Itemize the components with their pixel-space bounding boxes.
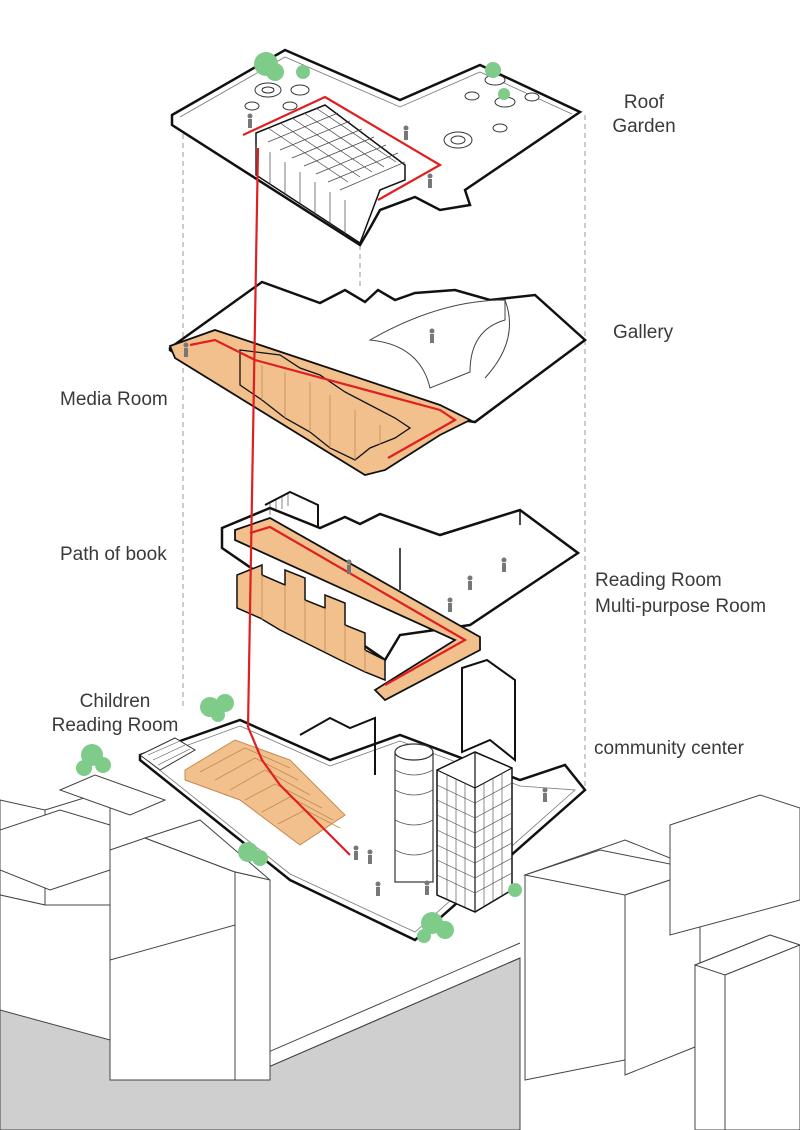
label-path-of-book: Path of book xyxy=(60,544,167,565)
label-gallery: Gallery xyxy=(613,322,674,343)
label-roof-garden-line2: Garden xyxy=(612,116,676,137)
floor-ground-community-center xyxy=(138,658,587,942)
children-stepped-seating xyxy=(139,737,346,846)
label-roof-garden: Roof Garden xyxy=(612,91,676,139)
label-children-reading-room: Children Reading Room xyxy=(40,690,190,738)
label-children-line1: Children xyxy=(79,691,151,712)
roof-grid-skylight xyxy=(255,104,406,245)
label-multipurpose-room: Multi-purpose Room xyxy=(595,596,767,617)
label-reading-room: Reading Room xyxy=(595,570,722,591)
floor-gallery xyxy=(168,280,587,476)
cylinder-stair-tower xyxy=(394,743,434,883)
floor-reading-room xyxy=(220,490,581,702)
book-stacks-media xyxy=(239,349,412,461)
glass-tower xyxy=(436,751,513,913)
book-path-vertical xyxy=(246,147,260,728)
roof-furniture xyxy=(244,74,540,149)
label-media-room: Media Room xyxy=(60,389,168,410)
label-community-center: community center xyxy=(594,738,744,759)
label-children-line2: Reading Room xyxy=(51,715,179,736)
alignment-dashed-lines xyxy=(182,115,586,790)
floor-roof-garden xyxy=(170,48,583,247)
label-roof-garden-line1: Roof xyxy=(623,92,665,113)
ground-context xyxy=(0,774,800,1130)
book-stacks-reading xyxy=(236,563,386,682)
trees xyxy=(76,52,522,943)
people-figures xyxy=(183,113,548,896)
